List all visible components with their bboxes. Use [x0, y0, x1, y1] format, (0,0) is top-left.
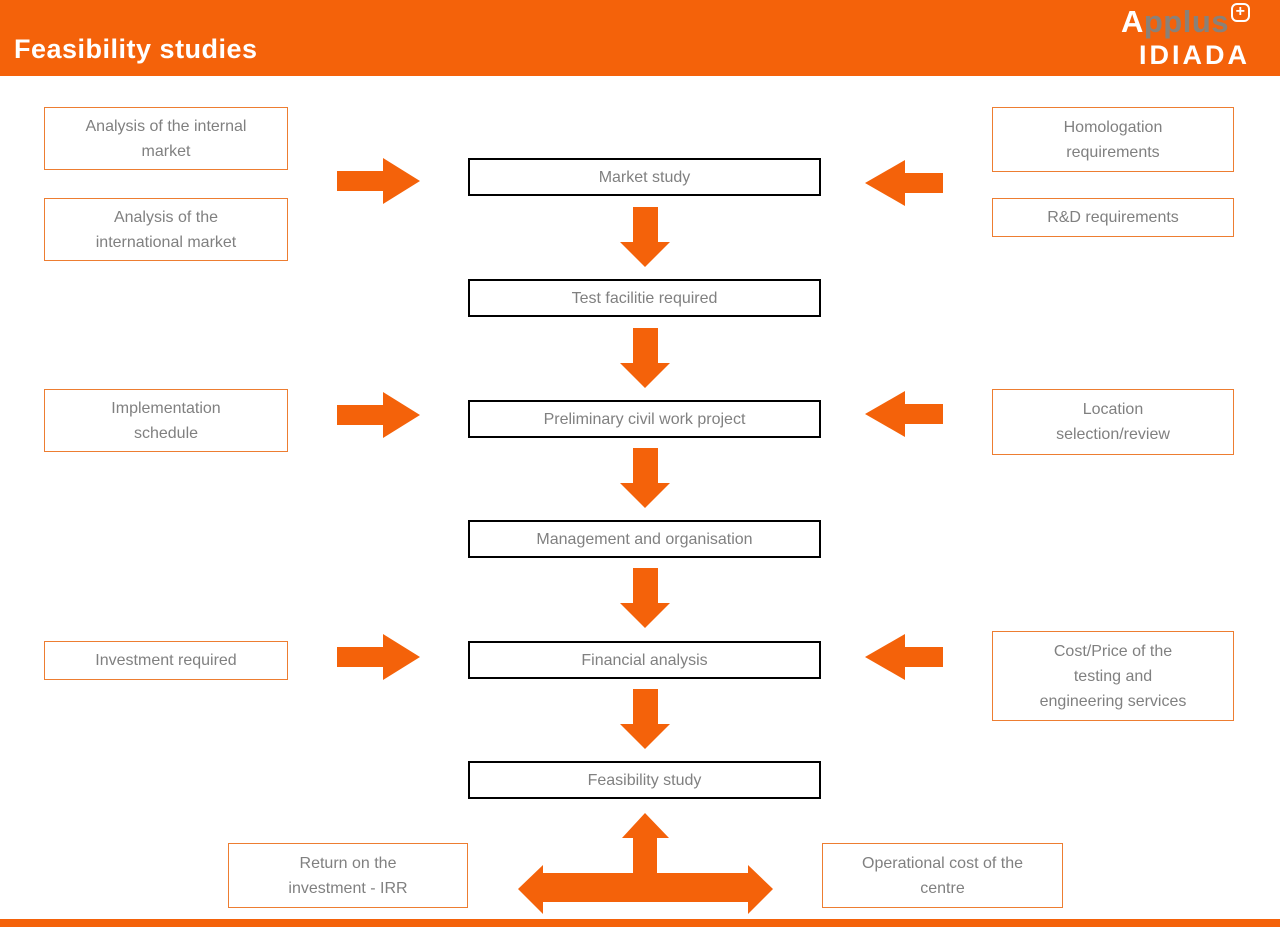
box-analysis-internal-market: Analysis of the internal market [44, 107, 288, 170]
arrow-down-icon [620, 207, 670, 267]
box-rd-requirements: R&D requirements [992, 198, 1234, 237]
box-analysis-international-market: Analysis of the international market [44, 198, 288, 261]
box-management-and-organisation: Management and organisation [468, 520, 821, 558]
arrow-down-icon [620, 568, 670, 628]
box-location-selection-review: Location selection/review [992, 389, 1234, 455]
box-investment-required: Investment required [44, 641, 288, 680]
arrow-down-icon [620, 689, 670, 749]
box-cost-price-services: Cost/Price of the testing and engineerin… [992, 631, 1234, 721]
page-title: Feasibility studies [14, 34, 258, 64]
box-operational-cost-centre: Operational cost of the centre [822, 843, 1063, 908]
arrow-right-icon [337, 158, 420, 204]
logo-applus-text: Applus+ [1121, 3, 1250, 37]
arrow-right-icon [337, 634, 420, 680]
header-bar: Feasibility studies Applus+ IDIADA [0, 0, 1280, 76]
box-feasibility-study: Feasibility study [468, 761, 821, 799]
footer-accent-bar [0, 919, 1280, 927]
arrow-down-icon [620, 448, 670, 508]
plus-badge-icon: + [1231, 3, 1250, 22]
box-implementation-schedule: Implementation schedule [44, 389, 288, 452]
box-financial-analysis: Financial analysis [468, 641, 821, 679]
arrow-left-icon [865, 634, 943, 680]
box-homologation-requirements: Homologation requirements [992, 107, 1234, 172]
box-market-study: Market study [468, 158, 821, 196]
applus-idiada-logo: Applus+ IDIADA [1121, 3, 1250, 70]
arrow-right-icon [337, 392, 420, 438]
arrow-left-icon [865, 160, 943, 206]
box-return-on-investment-irr: Return on the investment - IRR [228, 843, 468, 908]
arrow-left-icon [865, 391, 943, 437]
box-preliminary-civil-work-project: Preliminary civil work project [468, 400, 821, 438]
logo-idiada-text: IDIADA [1139, 40, 1250, 70]
box-test-facilitie-required: Test facilitie required [468, 279, 821, 317]
arrow-up-and-double-horizontal-icon [510, 805, 780, 920]
arrow-down-icon [620, 328, 670, 388]
